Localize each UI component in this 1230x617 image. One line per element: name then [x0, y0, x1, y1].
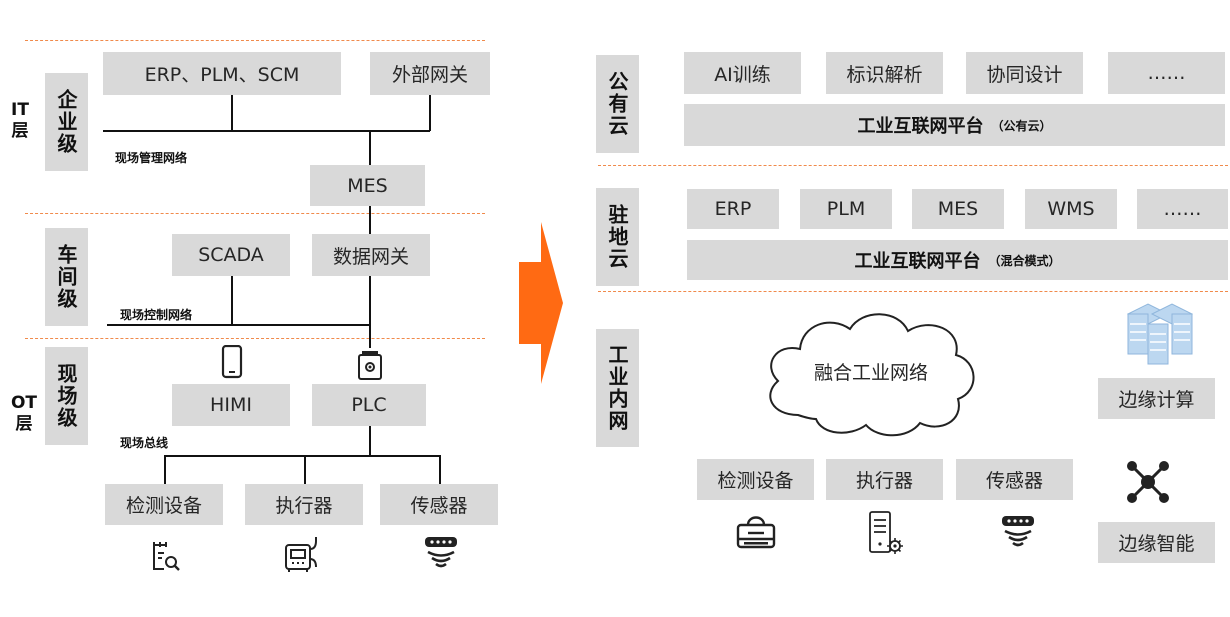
- onsite-app-erp: ERP: [687, 189, 779, 229]
- onsite-platform-bar: 工业互联网平台 （混合模式）: [687, 240, 1228, 280]
- edge-intelligence-box: 边缘智能: [1098, 522, 1215, 563]
- line-mes-down: [369, 206, 371, 234]
- mgmt-bus-line: [103, 130, 430, 132]
- plc-box: PLC: [312, 384, 426, 426]
- level-workshop: 车间级: [45, 228, 88, 326]
- public-app-identifier: 标识解析: [826, 52, 943, 94]
- onsite-app-wms: WMS: [1025, 189, 1117, 229]
- public-platform-mode: （公有云）: [991, 118, 1052, 133]
- public-app-ai-training: AI训练: [684, 52, 801, 94]
- mes-box: MES: [310, 165, 425, 206]
- public-platform-name: 工业互联网平台: [857, 116, 984, 137]
- level-public-cloud: 公有云: [596, 55, 639, 153]
- separator-public-onsite: [598, 165, 1228, 166]
- line-sensor: [439, 455, 441, 484]
- public-app-codesign: 协同设计: [966, 52, 1083, 94]
- right-sensor-signal-icon: [1002, 516, 1034, 547]
- actuator-box: 执行器: [245, 484, 363, 525]
- arrow-right-icon: [519, 222, 563, 384]
- onsite-app-plm: PLM: [800, 189, 892, 229]
- field-bus-line: [164, 455, 440, 457]
- line-plc-down: [369, 426, 371, 456]
- line-extgw: [429, 95, 431, 131]
- line-detect: [164, 455, 166, 484]
- line-actuator: [304, 455, 306, 484]
- line-mes-up: [369, 131, 371, 165]
- data-gateway-box: 数据网关: [312, 234, 430, 276]
- onsite-app-mes: MES: [912, 189, 1004, 229]
- line-scada-down: [231, 276, 233, 326]
- erp-plm-scm-box: ERP、PLM、SCM: [103, 52, 341, 95]
- separator-it-workshop: [25, 213, 485, 214]
- plc-chip-icon: [358, 351, 382, 380]
- separator-top: [25, 40, 485, 41]
- right-detect-device-box: 检测设备: [697, 459, 814, 500]
- right-sensor-box: 传感器: [956, 459, 1073, 500]
- level-industrial-intranet: 工业内网: [596, 329, 639, 447]
- onsite-platform-mode: （混合模式）: [988, 253, 1061, 268]
- server-cluster-icon: [1126, 303, 1194, 365]
- external-gateway-box: 外部网关: [370, 52, 490, 95]
- it-layer-label: IT 层: [11, 100, 29, 141]
- himi-box: HIMI: [172, 384, 290, 426]
- ot-layer-label: OT 层: [10, 393, 38, 434]
- public-app-more: ……: [1108, 52, 1225, 94]
- scada-box: SCADA: [172, 234, 290, 276]
- converged-network-label: 融合工业网络: [814, 362, 929, 384]
- level-onsite-cloud: 驻地云: [596, 188, 639, 286]
- mgmt-network-label: 现场管理网络: [115, 151, 188, 165]
- separator-onsite-intranet: [598, 291, 1228, 292]
- line-erp: [231, 95, 233, 131]
- hub-network-icon: [1127, 461, 1169, 503]
- control-bus-line: [107, 324, 371, 326]
- line-dgw-down: [369, 276, 371, 348]
- onsite-app-more: ……: [1137, 189, 1228, 229]
- detect-device-box: 检测设备: [105, 484, 223, 525]
- level-field: 现场级: [45, 347, 88, 445]
- phone-icon: [221, 345, 243, 379]
- separator-workshop-field: [25, 338, 485, 339]
- server-gear-icon: [869, 511, 903, 554]
- scanner-icon: [736, 516, 776, 549]
- actuator-icon: [285, 537, 317, 572]
- field-bus-label: 现场总线: [120, 436, 169, 450]
- public-platform-bar: 工业互联网平台 （公有云）: [684, 104, 1225, 146]
- sensor-box: 传感器: [380, 484, 498, 525]
- converged-network-cloud: [769, 313, 975, 437]
- onsite-platform-name: 工业互联网平台: [854, 251, 981, 272]
- level-enterprise: 企业级: [45, 73, 88, 171]
- inspect-doc-icon: [153, 542, 180, 571]
- control-network-label: 现场控制网络: [120, 308, 193, 322]
- right-actuator-box: 执行器: [826, 459, 943, 500]
- sensor-signal-icon: [425, 537, 457, 568]
- edge-computing-box: 边缘计算: [1098, 378, 1215, 419]
